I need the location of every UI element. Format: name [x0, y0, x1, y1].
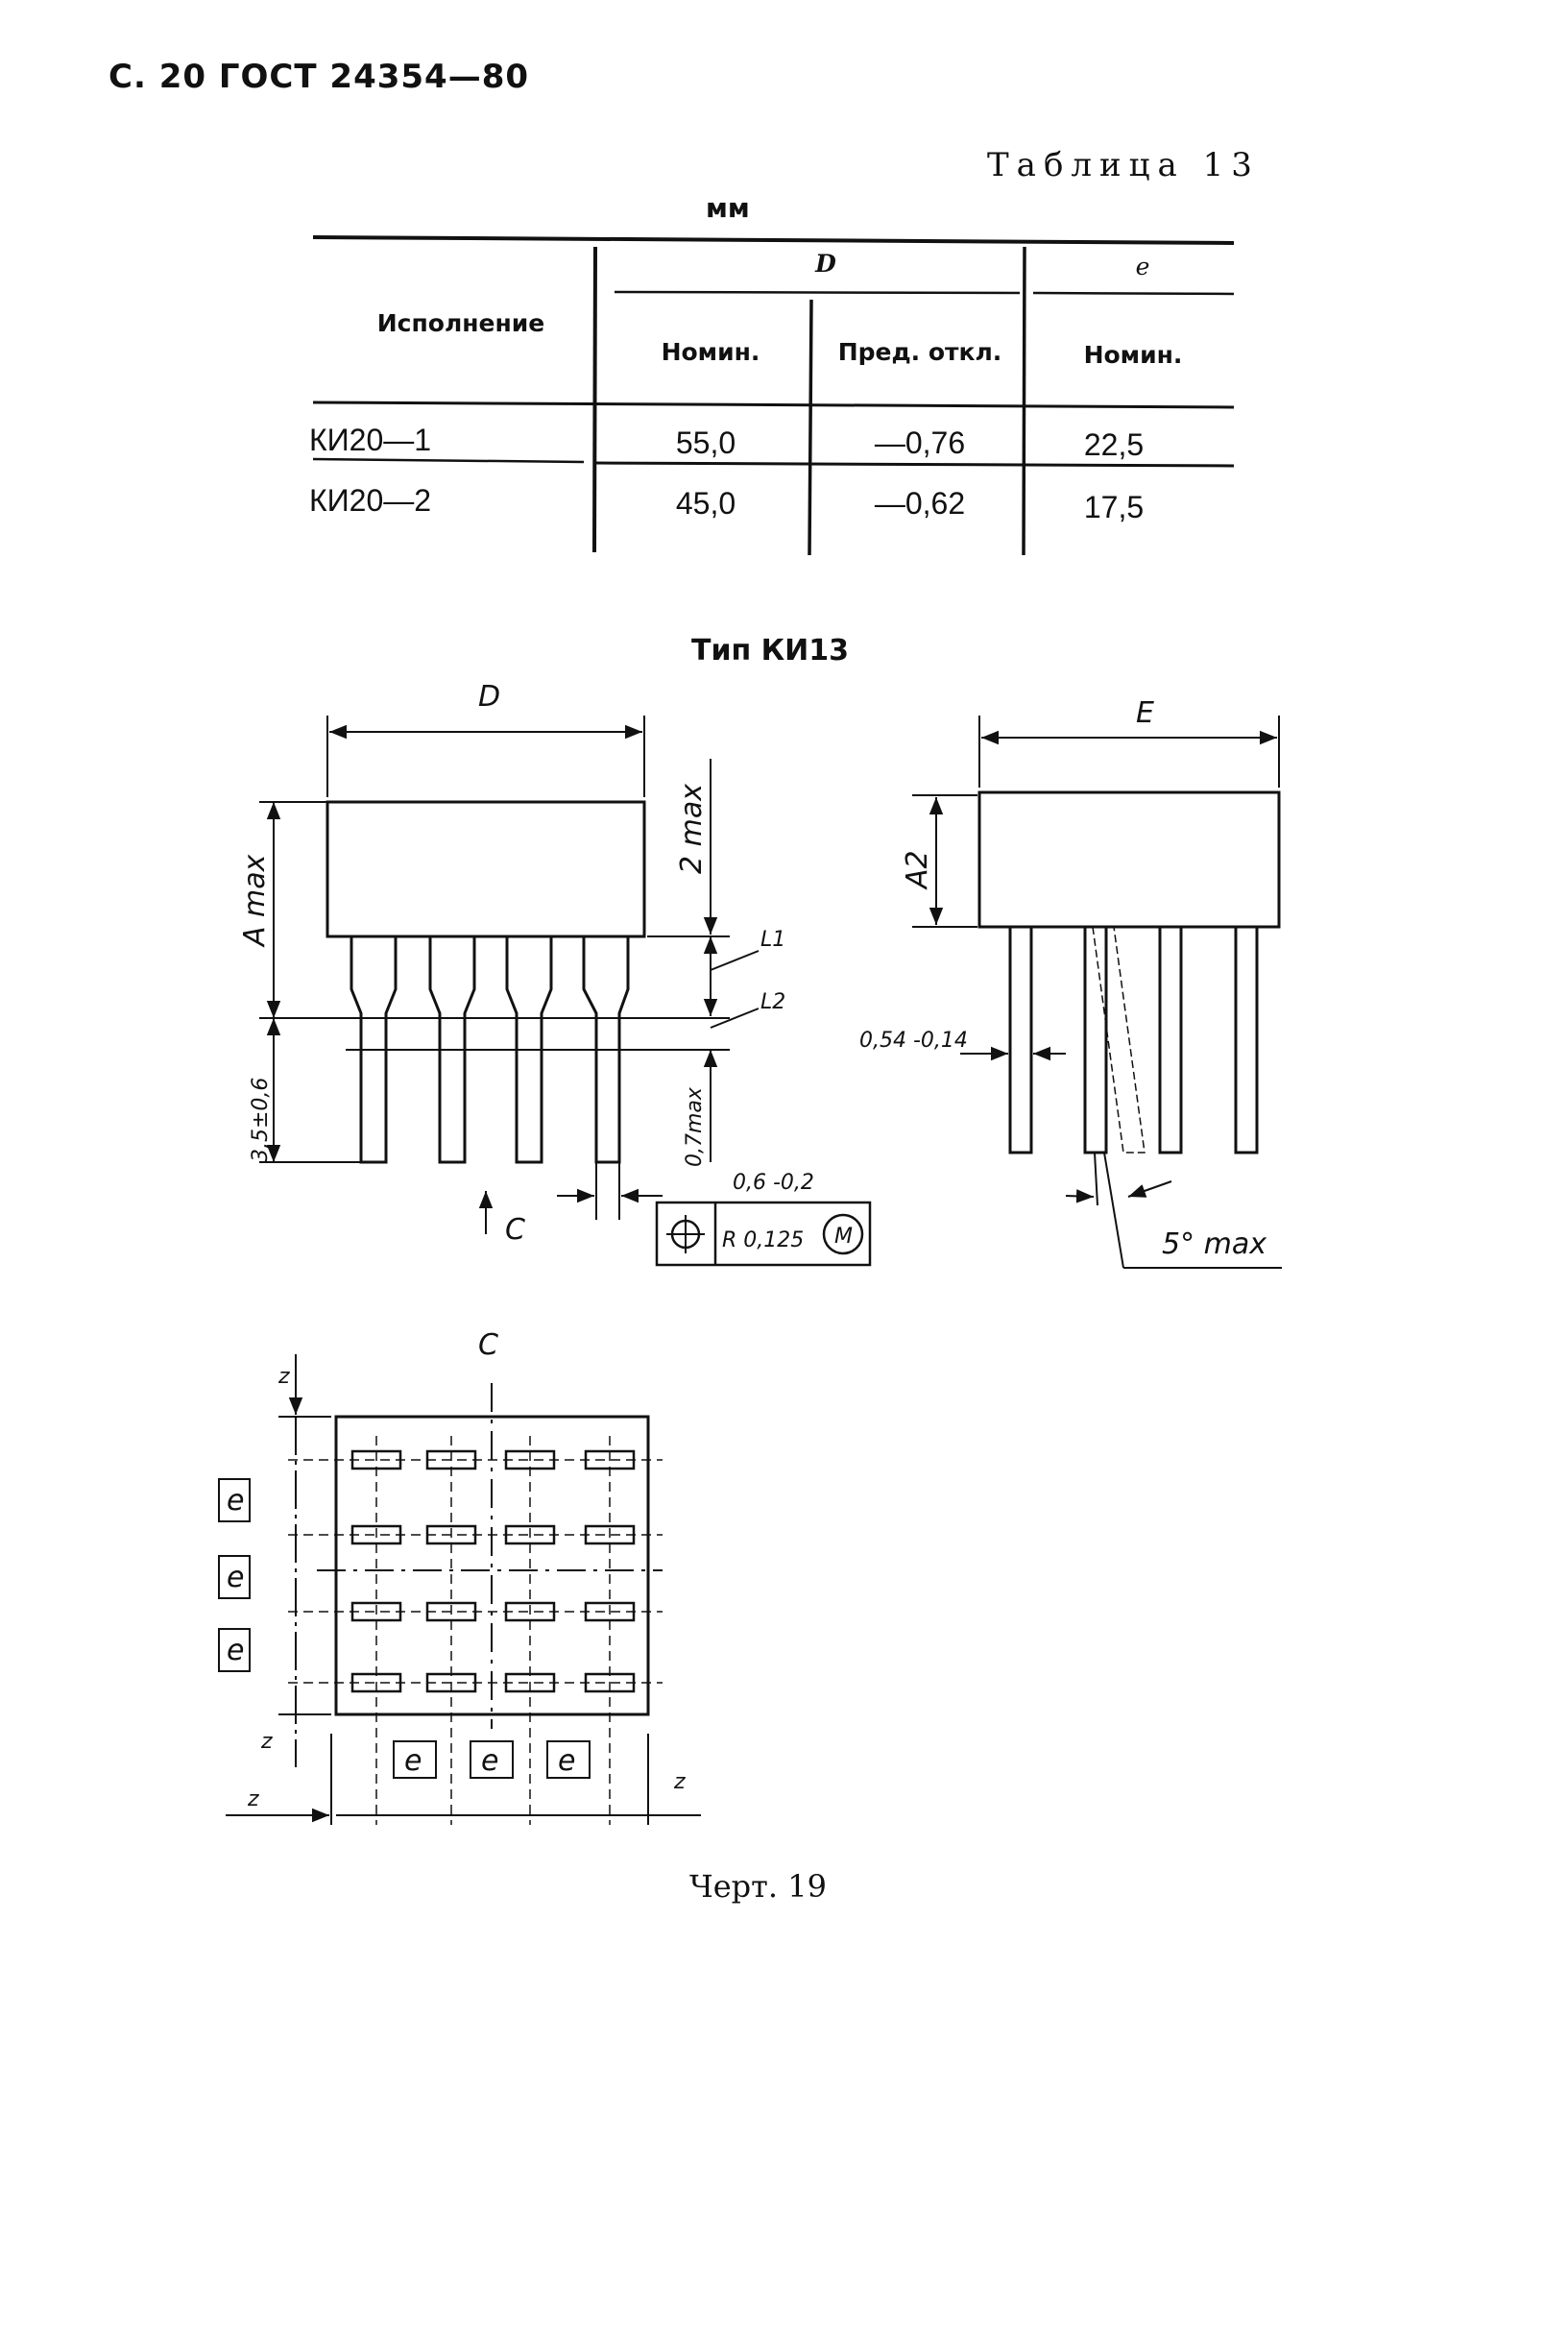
svg-text:0,7max: 0,7max [683, 1086, 707, 1167]
front-pin-4 [582, 936, 630, 1164]
svg-text:R 0,125: R 0,125 [722, 1228, 804, 1252]
side-pin-1 [1008, 925, 1033, 1154]
header-D-tol: Пред. откл. [837, 338, 1002, 366]
front-body [326, 800, 646, 938]
svg-text:e: e [227, 1484, 244, 1518]
svg-text:e: e [227, 1634, 244, 1667]
table-row-2-e-nom: 17,5 [1083, 490, 1145, 524]
header-variant: Исполнение [376, 309, 545, 337]
table-units: мм [706, 192, 750, 224]
svg-text:0,54 -0,14: 0,54 -0,14 [859, 1029, 968, 1053]
front-pin-1 [350, 936, 398, 1164]
svg-text:0,6 -0,2: 0,6 -0,2 [733, 1171, 814, 1195]
drawing-type-title: Тип КИ13 [691, 634, 850, 668]
table-caption: Таблица 13 [987, 146, 1260, 184]
table-row-2-variant: КИ20—2 [309, 483, 432, 518]
svg-text:e: e [404, 1744, 422, 1778]
side-view [912, 716, 1282, 1269]
side-pin-2 [1083, 925, 1108, 1154]
header-D: D [815, 250, 836, 278]
svg-text:A2: A2 [901, 850, 934, 890]
table-row-2-D-tol: —0,62 [874, 486, 966, 521]
page-header: С. 20 ГОСТ 24354—80 [109, 58, 530, 96]
table-grid [312, 235, 1235, 556]
figure-caption: Черт. 19 [689, 1868, 827, 1905]
side-pin-3 [1158, 925, 1183, 1154]
svg-text:L1: L1 [760, 928, 785, 952]
svg-text:M: M [834, 1225, 853, 1249]
view-C-labels: e e e e e e z z z z [227, 1365, 686, 1811]
table-row-1-variant: КИ20—1 [309, 423, 432, 457]
front-pin-3 [505, 936, 553, 1164]
side-pin-2-tilted [1092, 926, 1146, 1154]
svg-text:A max: A max [238, 854, 272, 948]
svg-text:C: C [505, 1213, 525, 1247]
svg-text:e: e [227, 1561, 244, 1594]
view-C-grid [218, 1354, 701, 1825]
front-pin-2 [428, 936, 476, 1164]
table-row-1-D-tol: —0,76 [874, 425, 966, 460]
side-body [977, 790, 1281, 929]
table-row-1-D-nom: 55,0 [675, 425, 736, 460]
side-view-labels: E A2 0,54 -0,14 5° max [859, 696, 1266, 1261]
svg-text:2 max: 2 max [675, 784, 709, 874]
view-C-title: C [478, 1328, 498, 1362]
svg-text:z: z [247, 1787, 259, 1811]
front-view-labels: D A max 2 max L1 L2 3,5±0,6 0,7max 0,6 -… [238, 680, 853, 1252]
header-e-nom: Номин. [1083, 341, 1183, 369]
svg-text:e: e [558, 1744, 575, 1778]
svg-text:E: E [1136, 696, 1154, 730]
header-e: e [1135, 253, 1150, 280]
side-pin-4 [1234, 925, 1259, 1154]
svg-text:5° max: 5° max [1162, 1227, 1266, 1261]
front-view [259, 716, 872, 1267]
position-tolerance-frame [655, 1201, 872, 1267]
table-row-2-D-nom: 45,0 [675, 486, 736, 521]
svg-text:D: D [478, 680, 500, 714]
svg-text:z: z [277, 1365, 290, 1389]
svg-text:z: z [673, 1770, 686, 1794]
table-row-1-e-nom: 22,5 [1083, 427, 1145, 462]
mmc-circle-icon [822, 1213, 864, 1255]
header-D-nom: Номин. [661, 338, 760, 366]
svg-text:3,5±0,6: 3,5±0,6 [249, 1078, 273, 1162]
svg-text:z: z [260, 1730, 273, 1754]
svg-text:e: e [481, 1744, 498, 1778]
svg-text:L2: L2 [760, 990, 785, 1014]
